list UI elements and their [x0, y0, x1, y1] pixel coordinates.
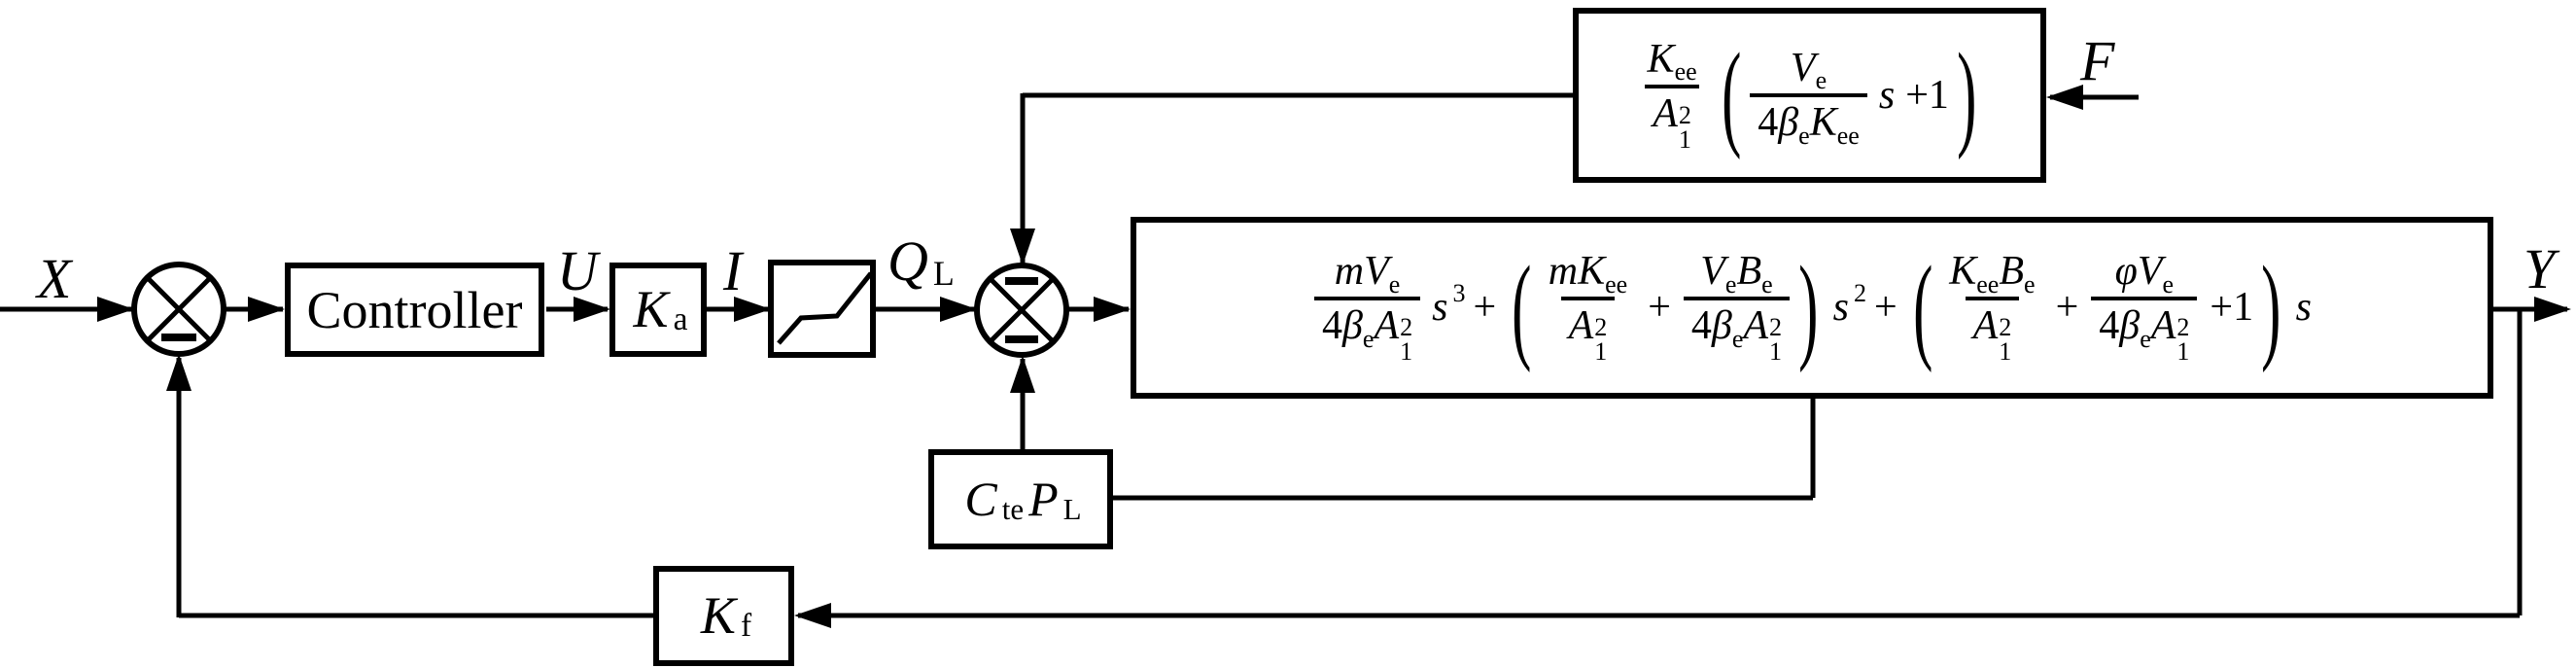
- arrowhead: [1010, 356, 1035, 393]
- input-signal-label: X: [37, 247, 72, 310]
- saturation-block: [768, 260, 876, 358]
- arrowhead: [574, 297, 610, 322]
- controller-label: Controller: [306, 280, 523, 339]
- wire-kf-sum1: [166, 354, 653, 618]
- wire-feedback-bottom: [794, 603, 2520, 628]
- wire-sum1-controller: [224, 297, 285, 322]
- saturation-curve: [777, 271, 873, 345]
- arrowhead: [166, 354, 191, 391]
- wire-input-x: [0, 297, 134, 322]
- wire-force-feedback: [1010, 92, 1573, 265]
- wire-saturation-sum2: [873, 297, 977, 322]
- arrowhead: [794, 603, 831, 628]
- arrowhead: [940, 297, 977, 322]
- sum-junction-2: [974, 263, 1069, 358]
- wire-controller-ka: [546, 297, 610, 322]
- arrowhead: [734, 297, 771, 322]
- wire-sum2-plant: [1066, 297, 1131, 322]
- arrowhead: [2534, 297, 2571, 322]
- wire-pl-tap: [1113, 399, 1816, 501]
- arrowhead: [1094, 297, 1131, 322]
- u-signal-label: U: [557, 239, 598, 302]
- i-signal-label: I: [723, 239, 743, 302]
- output-signal-label: Y: [2524, 237, 2556, 300]
- arrowhead: [248, 297, 285, 322]
- wire-ka-saturation: [707, 297, 771, 322]
- sum-junction-1: [131, 262, 226, 357]
- controller-block: Controller: [285, 263, 544, 357]
- arrowhead: [1010, 229, 1035, 265]
- arrowhead: [97, 297, 134, 322]
- wire-f-input: [2046, 85, 2139, 110]
- f-signal-label: F: [2080, 29, 2115, 92]
- wire-ctepl-sum2: [1010, 356, 1035, 449]
- wire-plant-output: [2493, 297, 2571, 322]
- arrowhead: [2046, 85, 2083, 110]
